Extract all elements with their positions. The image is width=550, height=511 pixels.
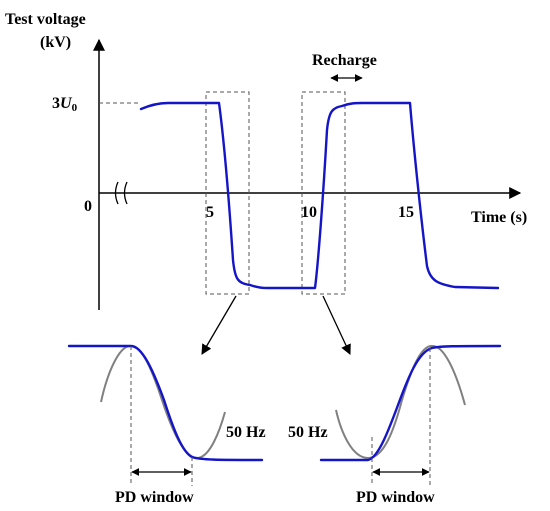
x-axis-label: Time (s) [471, 209, 527, 226]
axis-break-mark [123, 181, 128, 205]
y-tick-3u0-coef: 3 [52, 95, 60, 112]
x-tick-10: 10 [301, 204, 317, 221]
sine-wave-left [100, 345, 226, 460]
sine-wave-right [335, 345, 466, 460]
zoom-box-falling [205, 91, 250, 295]
pd-window-label-left: PD window [115, 489, 194, 506]
x-tick-5: 5 [206, 204, 214, 221]
zoom-arrow-right [322, 295, 351, 355]
y-axis-label-line2: (kV) [40, 34, 71, 51]
y-tick-3u0-var: U [60, 95, 73, 112]
recharge-label: Recharge [312, 52, 377, 69]
zoom-view-rising: 50 Hz PD window [288, 344, 502, 506]
test-voltage-waveform [139, 101, 500, 290]
zoom-arrow-left [201, 295, 237, 355]
voltage-rising-edge [319, 344, 502, 462]
y-tick-3u0: 3U0 [52, 95, 78, 114]
zoom-view-falling: 50 Hz PD window [67, 344, 266, 506]
y-axis-label-line1: Test voltage [5, 11, 86, 28]
origin-label: 0 [84, 198, 92, 215]
y-tick-3u0-sub: 0 [72, 102, 78, 114]
x-tick-15: 15 [398, 204, 414, 221]
freq-label-right: 50 Hz [288, 424, 328, 441]
axis-break-mark [114, 181, 119, 205]
voltage-falling-edge [67, 344, 264, 462]
zoom-box-rising [301, 91, 346, 295]
freq-label-left: 50 Hz [226, 424, 266, 441]
pd-window-label-right: PD window [356, 489, 435, 506]
